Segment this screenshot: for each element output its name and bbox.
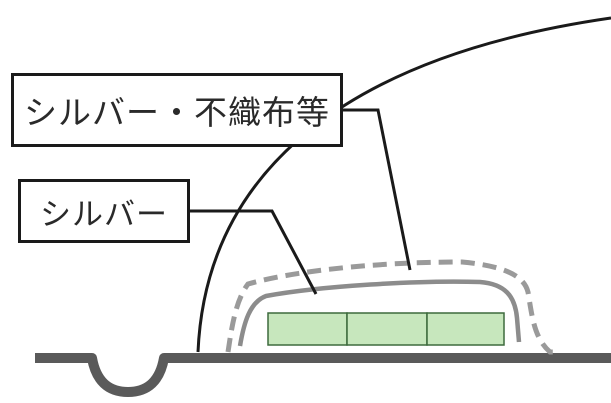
label-silver: シルバー xyxy=(18,179,190,243)
green-blocks xyxy=(267,312,505,346)
label-silver-nonwoven-text: シルバー・不織布等 xyxy=(24,93,330,132)
leader-line-silver xyxy=(190,209,318,295)
label-silver-text: シルバー xyxy=(40,196,168,233)
green-block-2 xyxy=(346,312,428,346)
dashed-outer-cover xyxy=(225,259,558,355)
green-block-1 xyxy=(267,312,348,346)
label-silver-nonwoven: シルバー・不織布等 xyxy=(11,73,343,147)
inner-silver-cover xyxy=(237,279,522,347)
ground-line xyxy=(35,353,611,397)
leader-line-silver-nonwoven xyxy=(343,108,412,271)
green-block-3 xyxy=(426,312,505,346)
